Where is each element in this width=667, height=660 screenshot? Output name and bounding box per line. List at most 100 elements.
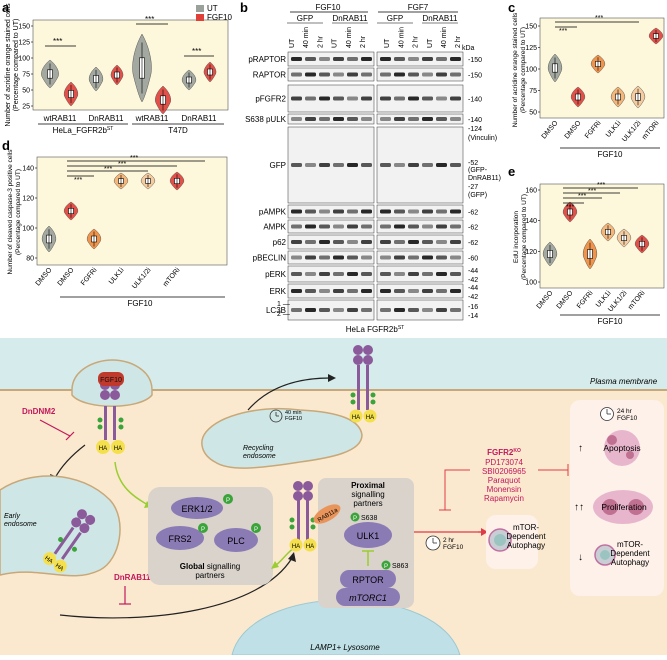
blot-band [408, 240, 419, 244]
blot-band [333, 72, 344, 77]
blot-band [347, 57, 358, 61]
lane-label: 2 hr [317, 35, 324, 48]
blot-band [422, 255, 433, 260]
mtorc1-node [336, 588, 400, 606]
blot-membrane [287, 67, 375, 82]
timer-40min-line1: 40 min [285, 410, 302, 416]
blot-membrane [287, 250, 375, 265]
blot-band [394, 272, 405, 276]
blot-row-label: LC3B [266, 306, 286, 315]
blot-band [347, 163, 358, 167]
blot-band [305, 308, 316, 312]
blot-band [305, 255, 316, 260]
fgf10-ligand [98, 372, 124, 386]
blot-band [319, 224, 330, 229]
ha-tag-3: HA [43, 555, 53, 565]
blot-row-label: RAPTOR [253, 71, 286, 80]
blot-membrane [287, 126, 375, 204]
sig-d-3: *** [104, 166, 112, 173]
ha-tag-8: HA [306, 544, 314, 550]
blot-band [305, 117, 316, 121]
blot-band [408, 272, 419, 276]
panel-a: a Number of acridine orange stained cell… [2, 0, 232, 135]
blot-band [305, 289, 316, 293]
blot-band [347, 308, 358, 312]
blot-membrane [376, 67, 464, 82]
blot-band [408, 308, 419, 312]
outcome-autophagy-line2: Dependent [610, 549, 650, 558]
blot-band [394, 289, 405, 293]
blot-band [450, 308, 461, 312]
panel-e-plot-bg [539, 183, 665, 289]
blot-row-label: S638 pULK [245, 115, 287, 124]
erk-phospho: P [226, 498, 230, 504]
panel-e-violins [542, 201, 650, 270]
blot-band [333, 289, 344, 293]
blot-band [305, 96, 316, 101]
blot-band [291, 57, 302, 61]
panel-e-y-tick-label: 100 [525, 280, 537, 287]
recycling-endosome-label-2: endosome [243, 453, 276, 460]
panel-a-ylabel: Number of acridine orange stained cells … [5, 3, 20, 127]
blot-band [305, 209, 316, 214]
timer-40min: 40 min FGF10 [269, 409, 302, 423]
gfp-kda-marker: (GFP) [468, 192, 487, 199]
blot-band [436, 272, 447, 276]
panel-a-y-tick-label: 150 [18, 24, 30, 31]
proliferation-cell-icon [593, 490, 653, 524]
global-node-frs2: FRS2 P [156, 523, 208, 550]
panel-a-y-tick-label: 100 [18, 56, 30, 63]
blot-band [291, 308, 302, 312]
panel-e-ylabel-line2: (Percentage compared to UT) [521, 194, 528, 280]
panel-d-y-tick-label: 140 [22, 166, 34, 173]
rptor-phospho: P [384, 564, 388, 570]
kda-marker: -150 [468, 73, 482, 80]
panel-d-xlabel: ULK1i [108, 266, 126, 285]
panel-d-label: d [2, 138, 10, 153]
blot-band [291, 289, 302, 293]
panel-a-plot-bg [32, 19, 229, 111]
blot-membrane [376, 113, 464, 125]
blot-band [347, 72, 358, 77]
blot-band [333, 308, 344, 312]
blot-membrane [287, 283, 375, 299]
ha-tag-7: HA [292, 544, 300, 550]
panel-d-y-tick-label: 120 [22, 196, 34, 203]
blot-band [291, 209, 302, 214]
panel-c-xlabel: DMSO [564, 119, 583, 140]
blot-band [394, 308, 405, 312]
panel-a-violins [41, 33, 217, 115]
inhibitor-5: Rapamycin [484, 494, 524, 503]
panel-c-violins [547, 27, 664, 109]
inhibitor-fgfr2ko: FGFR2KO [487, 448, 521, 457]
kda-marker: -60 [468, 256, 478, 263]
blot-band [380, 224, 391, 229]
timer-24hr: 24 hr FGF10 [600, 407, 638, 422]
inhibitor-3: Paraquot [488, 476, 521, 485]
outcome-proliferation-arrow: ↑↑ [574, 502, 584, 513]
blot-band [394, 163, 405, 167]
global-node-frs2-label: FRS2 [168, 534, 191, 544]
blot-row-label: pRAPTOR [248, 55, 286, 64]
lc3-form-marker: 2 — [277, 311, 290, 318]
proximal-label-bold: Proximal [351, 481, 385, 490]
sig-e-1: *** [597, 182, 605, 189]
panel-c-ylabel-line2: (Percentage compared to UT) [520, 27, 527, 113]
blot-row-label: ERK [270, 287, 287, 296]
autophagy-2hr-line2: Dependent [506, 532, 546, 541]
proximal-label-1: signalling [351, 490, 384, 499]
blot-band [436, 308, 447, 312]
blot-band [361, 209, 372, 214]
kda-marker: -140 [468, 97, 482, 104]
fgf10-label: FGF10 [100, 377, 122, 384]
blot-band [422, 72, 433, 77]
blot-row-label: GFP [270, 161, 286, 170]
sig-a-1: *** [53, 37, 62, 46]
blot-band [333, 57, 344, 61]
global-node-plc-label: PLC [227, 536, 245, 546]
dnrab11-label: DnRAB11 [114, 573, 151, 582]
blot-band [394, 240, 405, 244]
